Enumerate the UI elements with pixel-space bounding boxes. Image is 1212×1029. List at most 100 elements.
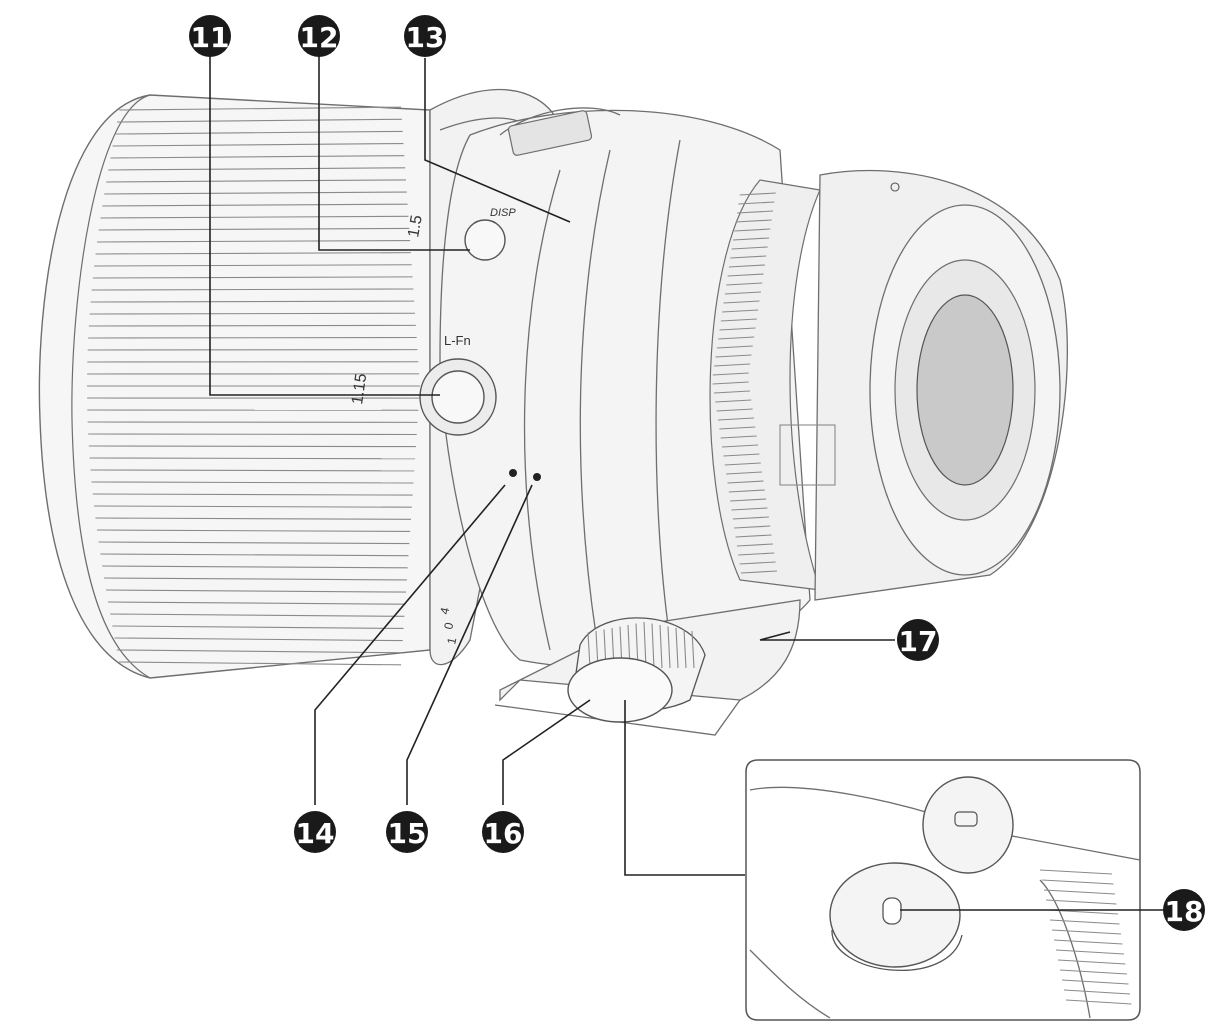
rib-line — [91, 481, 414, 484]
rib-line — [114, 637, 403, 642]
rib-line — [89, 457, 416, 460]
rib-line — [732, 237, 770, 241]
rib-line — [734, 525, 771, 529]
rib-line — [724, 462, 761, 466]
rear-mount — [779, 169, 1068, 601]
rib-line — [116, 649, 402, 654]
scale-1: 1 — [444, 636, 459, 646]
rib-line — [1053, 939, 1123, 945]
scale-1-5: 1.5 — [405, 214, 426, 239]
rib-line — [714, 363, 751, 367]
rib-line — [715, 399, 752, 403]
rib-line — [726, 471, 763, 475]
rib-line — [1059, 969, 1128, 975]
rib-line — [734, 228, 771, 232]
lens-barrel — [439, 107, 811, 669]
callout-11-label: 11 — [191, 21, 230, 54]
rib-line — [1049, 919, 1120, 925]
rib-line — [731, 507, 768, 511]
callout-13-label: 13 — [406, 21, 445, 54]
inset-ring-ribs — [1039, 869, 1132, 1005]
rib-line — [112, 625, 404, 630]
callout-16: 16 — [482, 811, 524, 853]
rib-line — [92, 276, 413, 279]
rib-line — [1051, 929, 1122, 935]
focus-switch-icon — [507, 110, 593, 156]
rib-line — [730, 255, 767, 259]
slot-icon — [882, 897, 902, 925]
rib-line — [675, 627, 679, 669]
rib-line — [91, 288, 414, 291]
callout-17-label: 17 — [899, 625, 938, 658]
rib-line — [724, 291, 761, 295]
lens-hood — [38, 94, 431, 679]
rib-line — [727, 273, 764, 277]
rib-line — [116, 118, 402, 123]
rib-line — [730, 498, 767, 502]
callout-18-label: 18 — [1165, 895, 1204, 928]
rib-line — [739, 561, 776, 565]
rib-line — [726, 282, 763, 286]
rib-line — [715, 354, 752, 358]
rib-line — [106, 589, 407, 593]
rib-line — [104, 191, 407, 195]
scale-1-15: 1.15 — [349, 372, 370, 405]
rib-line — [1041, 879, 1114, 885]
rib-line — [89, 312, 416, 315]
rib-line — [643, 621, 647, 669]
callout-16-label: 16 — [484, 817, 523, 850]
control-ring-ribs — [712, 192, 777, 574]
disp-button-label: DISP — [490, 207, 516, 219]
rib-line — [738, 552, 775, 556]
scale-0: 0 — [441, 621, 456, 631]
rib-line — [683, 629, 687, 669]
rib-line — [722, 309, 759, 313]
rib-line — [1043, 889, 1116, 895]
rib-line — [106, 179, 406, 183]
callout-17: 17 — [897, 619, 939, 661]
rib-line — [102, 203, 408, 207]
rib-line — [722, 444, 759, 448]
rib-line — [108, 167, 406, 171]
rib-line — [1039, 869, 1113, 875]
rib-line — [88, 324, 416, 327]
rib-line — [1045, 899, 1117, 905]
cap-icon — [922, 776, 1014, 874]
rib-line — [740, 570, 777, 574]
rib-line — [720, 435, 757, 439]
rib-line — [651, 623, 655, 669]
rear-glass — [916, 294, 1014, 486]
rib-line — [102, 565, 408, 569]
rib-line — [119, 106, 402, 111]
rib-line — [727, 480, 764, 484]
rib-line — [90, 469, 415, 472]
rib-line — [736, 543, 773, 547]
rib-line — [691, 630, 695, 669]
rib-line — [1057, 959, 1126, 965]
inset-detail — [745, 759, 1141, 1021]
disp-button[interactable]: DISP — [464, 207, 516, 261]
indicator-dot-left — [509, 469, 517, 477]
rib-line — [723, 300, 760, 304]
rib-line — [88, 445, 416, 448]
control-ring — [709, 179, 821, 591]
rib-line — [1063, 989, 1131, 995]
rib-line — [723, 453, 760, 457]
scale-4: 4 — [437, 606, 452, 616]
callout-18: 18 — [1163, 889, 1205, 931]
rib-line — [716, 408, 753, 412]
rib-line — [713, 390, 750, 394]
l-fn-button[interactable]: L-Fn — [419, 333, 497, 436]
callout-14: 14 — [294, 811, 336, 853]
tripod-lock-knob[interactable] — [567, 617, 706, 723]
rib-line — [100, 553, 409, 557]
rib-line — [1061, 979, 1129, 985]
rib-line — [104, 577, 407, 581]
rib-line — [735, 219, 772, 223]
rib-line — [732, 516, 769, 520]
rib-line — [100, 215, 409, 219]
rib-line — [90, 300, 415, 303]
rib-line — [95, 252, 411, 255]
indicator-dot-right — [533, 473, 541, 481]
